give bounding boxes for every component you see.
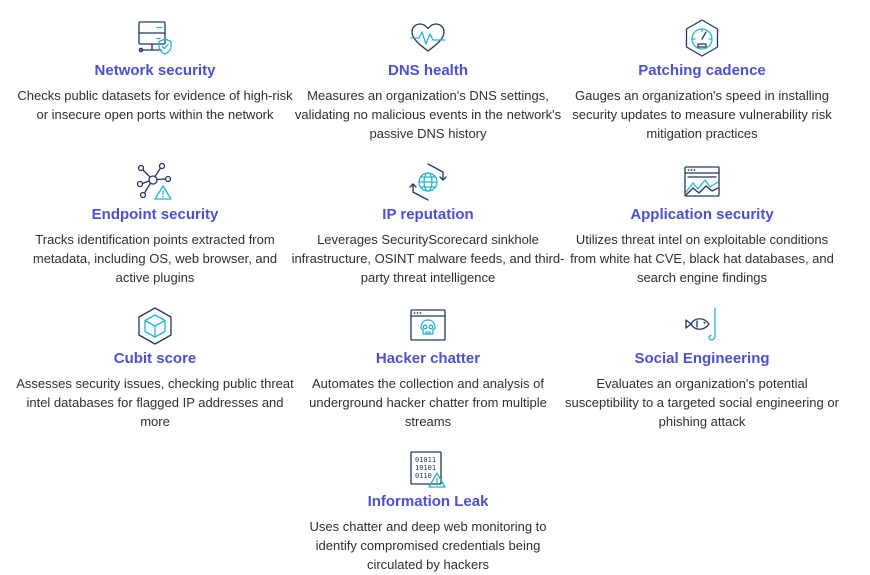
card-title: Information Leak (367, 493, 489, 510)
card-description: Utilizes threat intel on exploitable con… (570, 232, 834, 285)
card-description: Checks public datasets for evidence of h… (17, 88, 293, 122)
network-warning-icon (136, 162, 172, 200)
svg-text:0110: 0110 (415, 472, 432, 480)
card-title: Application security (630, 206, 774, 223)
card-description: Uses chatter and deep web monitoring to … (309, 519, 547, 572)
card-description: Automates the collection and analysis of… (309, 376, 547, 429)
card-social-engineering: Social Engineering Evaluates an organiza… (562, 306, 842, 431)
card-information-leak: 01011 10101 0110 Information Leak Uses c… (288, 449, 568, 574)
card-title: Endpoint security (91, 206, 219, 223)
card-description: Assesses security issues, checking publi… (16, 376, 294, 429)
fish-hook-icon (685, 307, 716, 341)
card-description: Gauges an organization's speed in instal… (572, 88, 832, 141)
card-title: Hacker chatter (375, 350, 481, 367)
card-description: Tracks identification points extracted f… (32, 232, 278, 285)
skull-window-icon (410, 309, 446, 341)
svg-text:10101: 10101 (415, 464, 436, 472)
gauge-icon (685, 19, 719, 57)
card-title: Patching cadence (638, 62, 766, 79)
card-description: Measures an organization's DNS settings,… (294, 88, 562, 141)
server-shield-icon (138, 21, 172, 55)
card-cubit-score: Cubit score Assesses security issues, ch… (15, 306, 295, 431)
binary-warning-icon: 01011 10101 0110 (410, 451, 446, 488)
card-description: Evaluates an organization's potential su… (565, 376, 839, 429)
card-title: Social Engineering (634, 350, 770, 367)
card-title: Cubit score (113, 350, 197, 367)
cube-icon (138, 307, 172, 345)
card-dns-health: DNS health Measures an organization's DN… (288, 18, 568, 143)
card-title: DNS health (387, 62, 468, 79)
browser-chart-icon (684, 166, 720, 197)
card-application-security: Application security Utilizes threat int… (562, 162, 842, 287)
globe-arrows-icon (409, 163, 447, 201)
card-title: IP reputation (382, 206, 474, 223)
card-endpoint-security: Endpoint security Tracks identification … (15, 162, 295, 287)
card-ip-reputation: IP reputation Leverages SecurityScorecar… (288, 162, 568, 287)
card-title: Network security (94, 62, 216, 79)
card-description: Leverages SecurityScorecard sinkhole inf… (291, 232, 565, 285)
card-network-security: Network security Checks public datasets … (15, 18, 295, 124)
card-patching-cadence: Patching cadence Gauges an organization'… (562, 18, 842, 143)
heartbeat-icon (410, 23, 446, 52)
card-hacker-chatter: Hacker chatter Automates the collection … (288, 306, 568, 431)
svg-text:01011: 01011 (415, 456, 436, 464)
